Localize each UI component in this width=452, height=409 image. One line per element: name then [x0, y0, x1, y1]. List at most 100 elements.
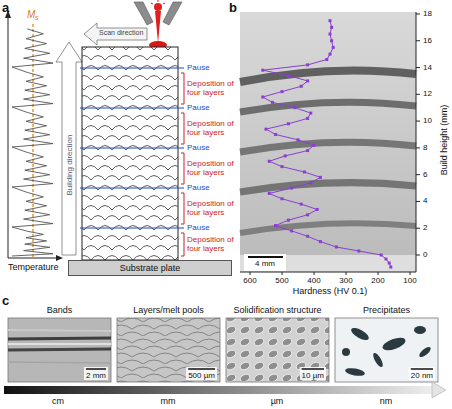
pause-label: Pause [187, 183, 210, 192]
pause-label: Pause [187, 143, 210, 152]
deposition-bracket [181, 144, 184, 145]
scan-arrow [84, 23, 147, 45]
axis-tick [314, 272, 315, 275]
hardness-point [290, 187, 293, 190]
axis-title: Build height (mm) [439, 105, 449, 176]
hardness-point [261, 69, 264, 72]
hardness-point [357, 249, 360, 252]
axis-tick [416, 174, 420, 175]
ms-subscript: s [35, 14, 39, 22]
axis-tick [416, 94, 420, 95]
hardness-point [306, 63, 309, 66]
hardness-point [380, 254, 383, 257]
deposition-label: Deposition of four layers [187, 199, 234, 217]
pause-line [80, 147, 184, 148]
hardness-point [306, 117, 309, 120]
tick-label: 400 [307, 276, 320, 285]
pause-line [80, 107, 184, 108]
scale-label: cm [52, 396, 64, 406]
hardness-point [274, 133, 277, 136]
axis-tick [416, 255, 420, 256]
arrow-label: Scan direction [99, 29, 143, 37]
image-heading: Bands [8, 305, 111, 316]
tick-label: 8 [423, 143, 427, 152]
hardness-point [287, 122, 290, 125]
building-arrow [56, 42, 82, 255]
hardness-point [261, 95, 264, 98]
scale-bar [188, 368, 215, 370]
axis-tick [282, 272, 283, 275]
arrow-label: Building direction [65, 135, 74, 196]
hardness-point [290, 229, 293, 232]
deposition-bracket [184, 153, 185, 184]
image-panel: Layers/melt pools 500 µm [117, 305, 220, 382]
deposition-bracket [184, 73, 185, 104]
tick-label: 10 [423, 116, 432, 125]
image-panel: Precipitates 20 nm [335, 305, 438, 382]
microscopy-images [4, 318, 446, 398]
hardness-point [284, 154, 287, 157]
scale-label: mm [161, 396, 176, 406]
hardness-point [268, 160, 271, 163]
scale-bar-label: 20 nm [409, 371, 435, 380]
scale-bar [302, 368, 324, 370]
deposition-bracket [181, 193, 184, 194]
hardness-point [306, 235, 309, 238]
deposition-bracket [184, 233, 185, 256]
scale-bar [86, 368, 106, 370]
hardness-point [281, 197, 284, 200]
axis-tick [346, 272, 347, 275]
hardness-point [281, 90, 284, 93]
axis-tick [410, 272, 411, 275]
substrate-plate: Substrate plate [68, 260, 232, 276]
hardness-point [385, 258, 388, 261]
hardness-point [309, 181, 312, 184]
scale-bar-label: 500 µm [186, 371, 217, 380]
pause-line [80, 67, 184, 68]
deposition-bracket [184, 113, 185, 144]
tick-label: 500 [275, 276, 288, 285]
hardness-point [319, 240, 322, 243]
deposition-label: Deposition of four layers [187, 119, 234, 137]
hardness-point [309, 112, 312, 115]
panel-letter: a [2, 0, 9, 15]
axis-tick [250, 272, 251, 275]
image-heading: Precipitates [335, 305, 438, 316]
tick-label: 4 [423, 196, 427, 205]
tick-label: 0 [423, 250, 427, 259]
axis-tick [416, 67, 420, 68]
axis-tick [416, 201, 420, 202]
pause-line [80, 187, 184, 188]
ms-symbol: M [27, 9, 35, 21]
deposition-label: Deposition of four layers [187, 235, 234, 253]
image-heading: Layers/melt pools [117, 305, 220, 316]
hardness-point [389, 266, 392, 269]
axis-tick [416, 40, 420, 41]
hardness-point [274, 224, 277, 227]
tick-label: 16 [423, 36, 432, 45]
image-panel: Bands2 mm [8, 305, 111, 382]
axis-title: Temperature [8, 262, 59, 272]
hardness-point [297, 138, 300, 141]
pause-lines [80, 68, 184, 256]
image-heading: Solidification structure [226, 305, 329, 316]
hardness-point [329, 19, 332, 22]
hardness-point [287, 219, 290, 222]
deposition-label: Deposition of four layers [187, 159, 234, 177]
hardness-point [329, 53, 332, 56]
deposition-bracket [181, 233, 184, 234]
hardness-point [329, 33, 332, 36]
hardness-point [300, 203, 303, 206]
deposition-bracket [181, 184, 184, 185]
tick-label: 100 [403, 276, 416, 285]
hardness-point [268, 192, 271, 195]
hardness-sample-image [240, 12, 420, 275]
deposition-label: Deposition of four layers [187, 79, 234, 97]
hardness-point [319, 176, 322, 179]
hardness-point [303, 170, 306, 173]
panel-letter: c [2, 293, 9, 308]
axis-tick [416, 121, 420, 122]
deposition-bracket [181, 104, 184, 105]
hardness-point [306, 213, 309, 216]
